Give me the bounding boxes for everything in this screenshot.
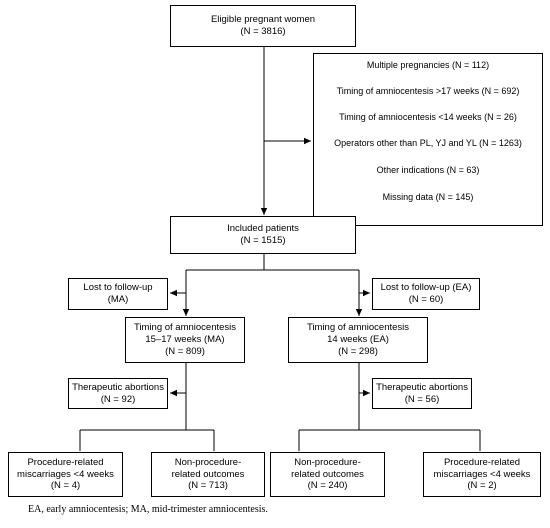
ea-non-procedure-box: Non-procedure- related outcomes (N = 240…	[270, 452, 385, 497]
therapeutic-abortions-ma-box: Therapeutic abortions (N = 92)	[68, 378, 168, 409]
included-box: Included patients (N = 1515)	[170, 216, 356, 254]
ea-nonproc-line1: Non-procedure-	[294, 456, 361, 468]
lost-ea-label: Lost to follow-up (EA)	[380, 282, 472, 294]
eligible-box: Eligible pregnant women (N = 3816)	[170, 5, 356, 47]
ea-timing-count: (N = 298)	[338, 345, 378, 357]
eligible-title: Eligible pregnant women	[210, 14, 316, 26]
footnote: EA, early amniocentesis; MA, mid-trimest…	[28, 504, 268, 515]
ta-ea-count: (N = 56)	[404, 393, 440, 405]
ma-timing-title: Timing of amniocentesis	[133, 322, 237, 334]
ma-procedure-related-box: Procedure-related miscarriages <4 weeks …	[8, 452, 123, 497]
ea-nonproc-line2: related outcomes	[291, 468, 364, 480]
exclusion-missing-data: Missing data (N = 145)	[382, 192, 474, 202]
ma-non-procedure-box: Non-procedure- related outcomes (N = 713…	[151, 452, 265, 497]
exclusions-box: Multiple pregnancies (N = 112) Timing of…	[313, 53, 543, 226]
lost-followup-ma-box: Lost to follow-up (MA)	[68, 278, 168, 310]
ma-proc-count: (N = 4)	[50, 480, 81, 492]
ta-ma-title: Therapeutic abortions	[72, 381, 164, 393]
lost-ea-count: (N = 60)	[408, 294, 444, 305]
ma-nonproc-line1: Non-procedure-	[174, 456, 242, 468]
ta-ea-title: Therapeutic abortions	[376, 381, 468, 393]
ea-timing-weeks: 14 weeks (EA)	[327, 334, 389, 346]
ea-proc-line2: miscarriages <4 weeks	[433, 468, 531, 480]
included-title: Included patients	[227, 223, 299, 235]
exclusion-other-operators: Operators other than PL, YJ and YL (N = …	[334, 138, 522, 148]
lost-ma-group: (MA)	[107, 294, 129, 305]
ea-timing-box: Timing of amniocentesis 14 weeks (EA) (N…	[288, 317, 428, 363]
ea-procedure-related-box: Procedure-related miscarriages <4 weeks …	[423, 452, 541, 497]
ma-nonproc-line2: related outcomes	[171, 468, 245, 480]
exclusion-other-indications: Other indications (N = 63)	[376, 165, 480, 175]
lost-followup-ea-box: Lost to follow-up (EA) (N = 60)	[372, 278, 480, 310]
ea-timing-title: Timing of amniocentesis	[306, 322, 410, 334]
exclusion-multiple-pregnancies: Multiple pregnancies (N = 112)	[366, 60, 490, 70]
ea-proc-line1: Procedure-related	[443, 456, 521, 468]
ea-nonproc-count: (N = 240)	[307, 480, 348, 492]
ma-proc-line1: Procedure-related	[27, 456, 104, 468]
lost-ma-label: Lost to follow-up	[83, 282, 153, 294]
ta-ma-count: (N = 92)	[100, 393, 136, 405]
ma-nonproc-count: (N = 713)	[188, 480, 228, 492]
exclusion-timing-over-17: Timing of amniocentesis >17 weeks (N = 6…	[336, 86, 520, 96]
ma-proc-line2: miscarriages <4 weeks	[17, 468, 114, 480]
ma-timing-count: (N = 809)	[165, 345, 205, 357]
ma-timing-weeks: 15–17 weeks (MA)	[145, 334, 225, 346]
exclusion-timing-under-14: Timing of amniocentesis <14 weeks (N = 2…	[339, 112, 517, 122]
ea-proc-count: (N = 2)	[467, 480, 497, 492]
included-count: (N = 1515)	[240, 235, 286, 246]
eligible-count: (N = 3816)	[240, 26, 286, 37]
ma-timing-box: Timing of amniocentesis 15–17 weeks (MA)…	[125, 317, 245, 363]
therapeutic-abortions-ea-box: Therapeutic abortions (N = 56)	[372, 378, 472, 409]
